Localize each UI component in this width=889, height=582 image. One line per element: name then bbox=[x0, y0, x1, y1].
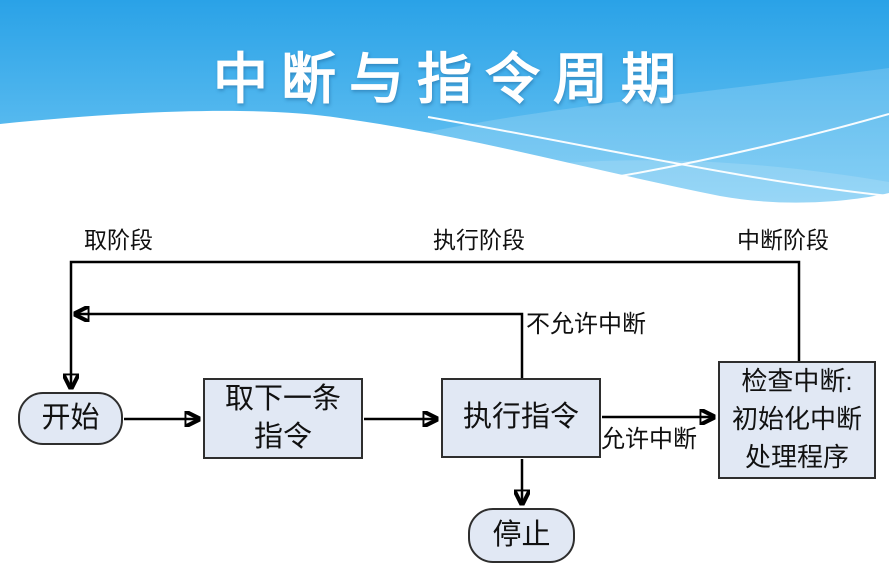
node-check-line-1: 检查中断: bbox=[741, 366, 853, 397]
stage-label-fetch: 取阶段 bbox=[84, 227, 153, 253]
stage-label-execute: 执行阶段 bbox=[433, 227, 525, 253]
edge-execute-to-start-connector bbox=[75, 314, 524, 378]
node-check-interrupt: 检查中断: 初始化中断 处理程序 bbox=[718, 361, 876, 479]
node-fetch-line-2: 指令 bbox=[253, 420, 312, 453]
header-wave-decoration bbox=[0, 0, 889, 212]
header-white-wave bbox=[0, 110, 889, 212]
edge-label-interrupts-enabled: 允许中断 bbox=[601, 426, 697, 453]
edge-label-interrupts-disabled: 不允许中断 bbox=[526, 311, 646, 338]
node-halt-label: 停止 bbox=[492, 518, 551, 551]
node-fetch-next-instruction: 取下一条 指令 bbox=[203, 378, 363, 459]
node-check-line-2: 初始化中断 bbox=[731, 404, 862, 435]
node-execute-label: 执行指令 bbox=[462, 401, 579, 434]
slide-header: 中断与指令周期 bbox=[0, 0, 889, 212]
node-halt: 停止 bbox=[468, 508, 575, 563]
node-start: 开始 bbox=[18, 392, 123, 445]
node-start-label: 开始 bbox=[41, 401, 100, 434]
slide-title: 中断与指令周期 bbox=[212, 48, 689, 110]
edge-check-to-start-connector bbox=[71, 260, 801, 388]
stage-label-interrupt: 中断阶段 bbox=[737, 227, 829, 253]
node-check-line-3: 处理程序 bbox=[744, 441, 849, 472]
header-curve-line-1 bbox=[427, 116, 889, 197]
node-execute-instruction: 执行指令 bbox=[441, 378, 601, 458]
node-fetch-line-1: 取下一条 bbox=[224, 383, 341, 416]
